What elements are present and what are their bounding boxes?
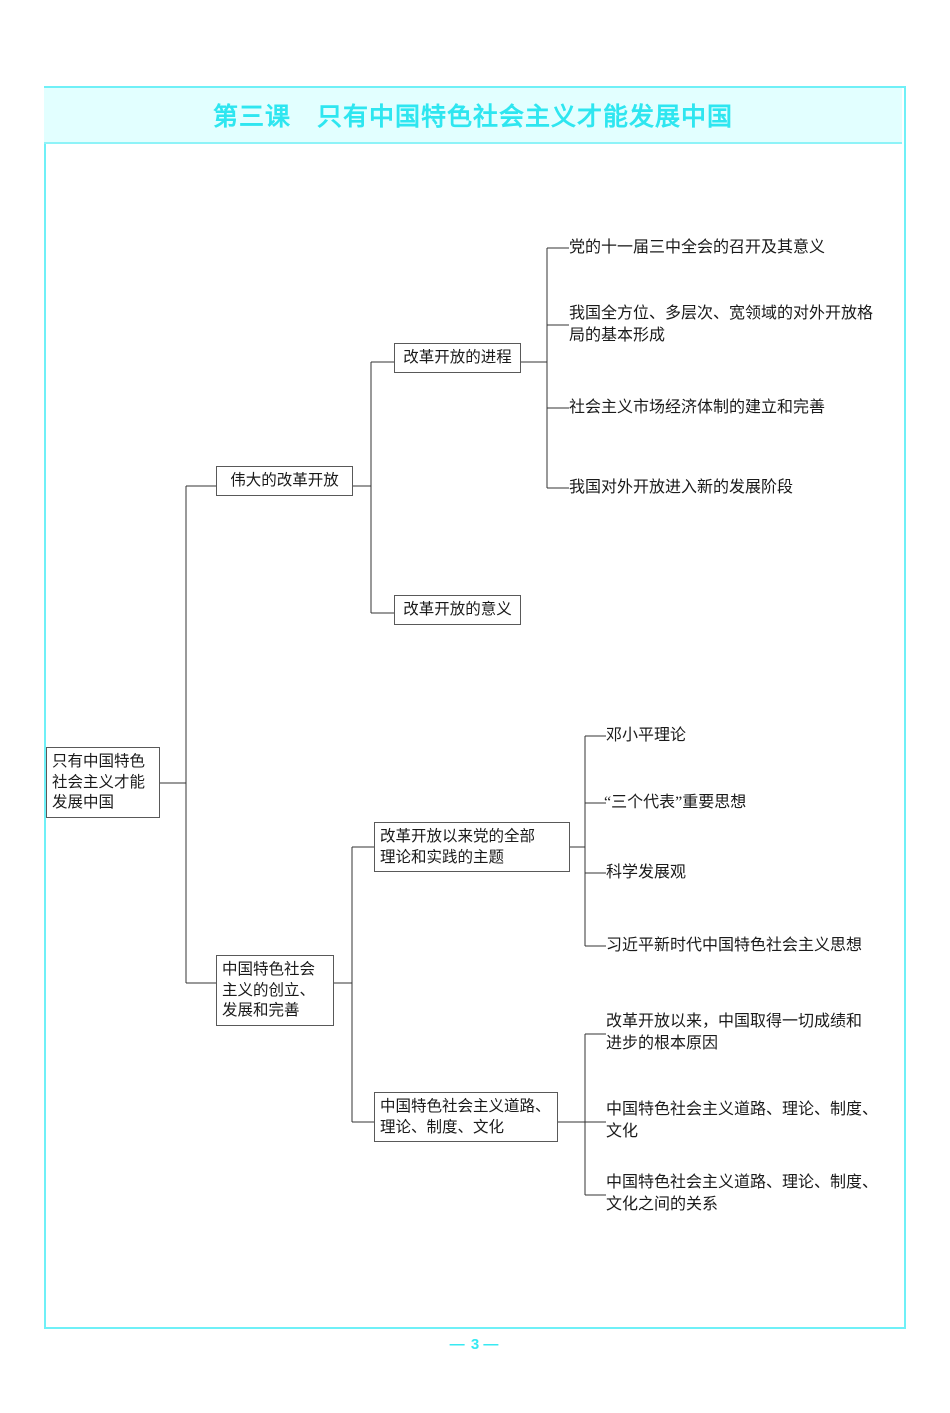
mindmap-leaf-a-3: 社会主义市场经济体制的建立和完善 [569, 399, 826, 416]
mindmap-leaf-a-4: 我国对外开放进入新的发展阶段 [569, 479, 794, 496]
mindmap-leaf-b-2: “三个代表”重要思想 [604, 794, 747, 811]
mindmap-node-road-theory-system-culture[interactable]: 中国特色社会主义道路、 理论、制度、文化 [374, 1092, 558, 1143]
mindmap-leaf-b-3: 科学发展观 [606, 864, 687, 881]
mindmap-node-party-theory-theme[interactable]: 改革开放以来党的全部 理论和实践的主题 [374, 822, 570, 873]
mindmap-node-reform-significance[interactable]: 改革开放的意义 [394, 595, 521, 625]
page-title-bar: 第三课 只有中国特色社会主义才能发展中国 [44, 88, 902, 144]
mindmap-leaf-a-2: 我国全方位、多层次、宽领域的对外开放格 局的基本形成 [569, 305, 874, 345]
mindmap-branch-socialism-establishment[interactable]: 中国特色社会 主义的创立、 发展和完善 [216, 955, 334, 1026]
page-title: 第三课 只有中国特色社会主义才能发展中国 [212, 103, 733, 131]
mindmap-node-reform-process[interactable]: 改革开放的进程 [394, 343, 521, 373]
footer-dash-left: — [449, 1336, 467, 1353]
mindmap-branch-great-reform[interactable]: 伟大的改革开放 [216, 466, 353, 496]
mindmap-leaf-c-1: 改革开放以来，中国取得一切成绩和 进步的根本原因 [606, 1013, 863, 1053]
mindmap-leaf-b-1: 邓小平理论 [606, 727, 687, 744]
page-frame [44, 86, 906, 1329]
mindmap-leaf-c-2: 中国特色社会主义道路、理论、制度、 文化 [606, 1101, 879, 1141]
mindmap-root-node[interactable]: 只有中国特色 社会主义才能 发展中国 [46, 747, 160, 818]
page-number: 3 [470, 1336, 480, 1353]
mindmap-leaf-b-4: 习近平新时代中国特色社会主义思想 [606, 937, 863, 954]
mindmap-leaf-c-3: 中国特色社会主义道路、理论、制度、 文化之间的关系 [606, 1174, 879, 1214]
footer-dash-right: — [483, 1336, 501, 1353]
page-footer: — 3 — [0, 1336, 950, 1353]
mindmap-leaf-a-1: 党的十一届三中全会的召开及其意义 [569, 239, 826, 256]
